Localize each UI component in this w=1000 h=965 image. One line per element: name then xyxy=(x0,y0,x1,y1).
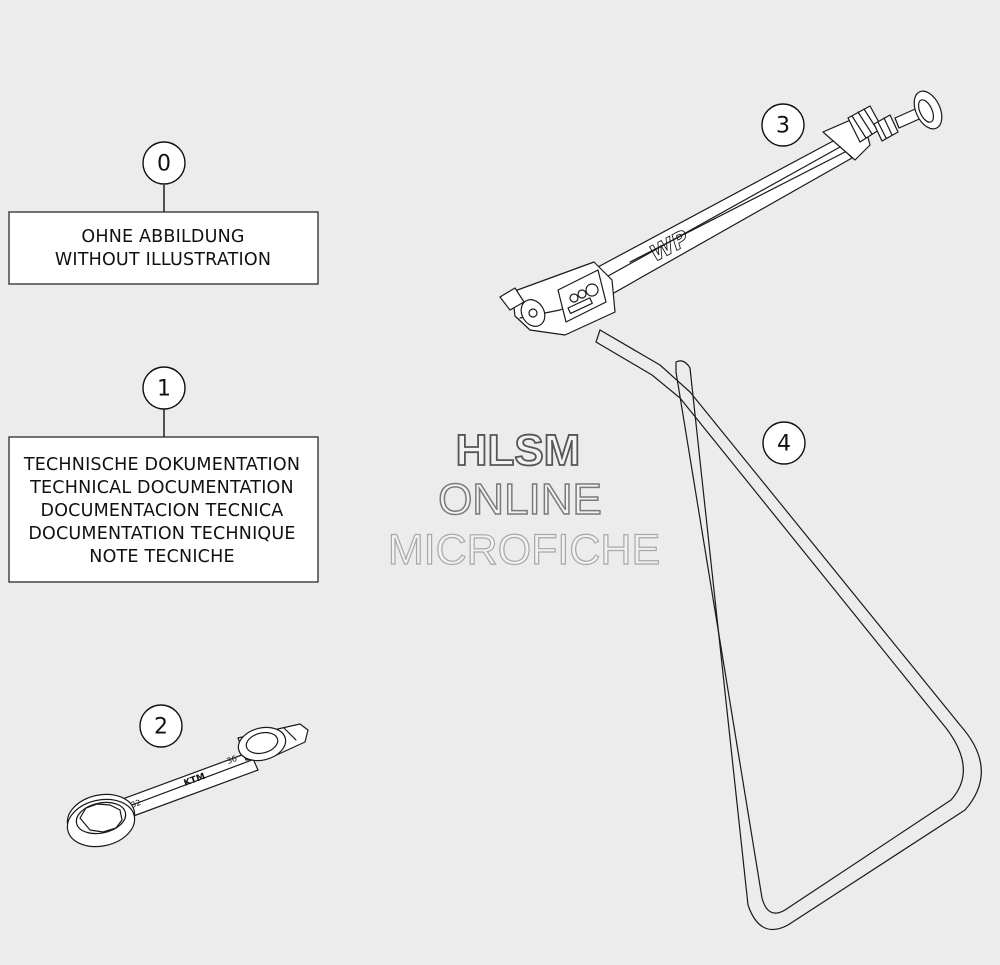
callout-number-1: 1 xyxy=(157,377,171,402)
callout-3[interactable]: 3 xyxy=(761,103,805,147)
callout-4[interactable]: 4 xyxy=(762,421,806,465)
stand-part[interactable] xyxy=(595,329,982,930)
watermark-line-1: HLSM xyxy=(456,426,581,475)
label-box-technical-documentation: TECHNISCHE DOKUMENTATION TECHNICAL DOCUM… xyxy=(8,436,319,583)
box1-line2: TECHNICAL DOCUMENTATION xyxy=(29,478,294,498)
box0-line2: WITHOUT ILLUSTRATION xyxy=(55,250,271,270)
callout-2[interactable]: 2 xyxy=(139,704,183,748)
box1-line1: TECHNISCHE DOKUMENTATION xyxy=(23,455,300,475)
callout-number-2: 2 xyxy=(154,715,168,740)
watermark: HLSM ONLINE MICROFICHE xyxy=(387,425,661,575)
wrench-size-b-marking: 36 xyxy=(226,754,239,766)
watermark-line-3: MICROFICHE xyxy=(388,526,660,574)
box1-line3: DOCUMENTACION TECNICA xyxy=(41,501,284,521)
callout-number-4: 4 xyxy=(777,432,791,457)
callout-1[interactable]: 1 xyxy=(142,366,186,410)
callout-0[interactable]: 0 xyxy=(142,141,186,185)
label-box-without-illustration: OHNE ABBILDUNG WITHOUT ILLUSTRATION xyxy=(8,211,319,285)
box0-line1: OHNE ABBILDUNG xyxy=(81,227,244,247)
callout-number-3: 3 xyxy=(776,114,790,139)
watermark-line-2: ONLINE xyxy=(438,475,602,524)
pump-part[interactable]: WP xyxy=(499,87,947,336)
callout-number-0: 0 xyxy=(157,152,171,177)
box1-line4: DOCUMENTATION TECHNIQUE xyxy=(28,524,295,544)
wrench-size-a-marking: 32 xyxy=(130,798,143,810)
box1-line5: NOTE TECNICHE xyxy=(89,547,234,567)
wrench-part[interactable]: KTM 32 36 xyxy=(63,723,309,853)
